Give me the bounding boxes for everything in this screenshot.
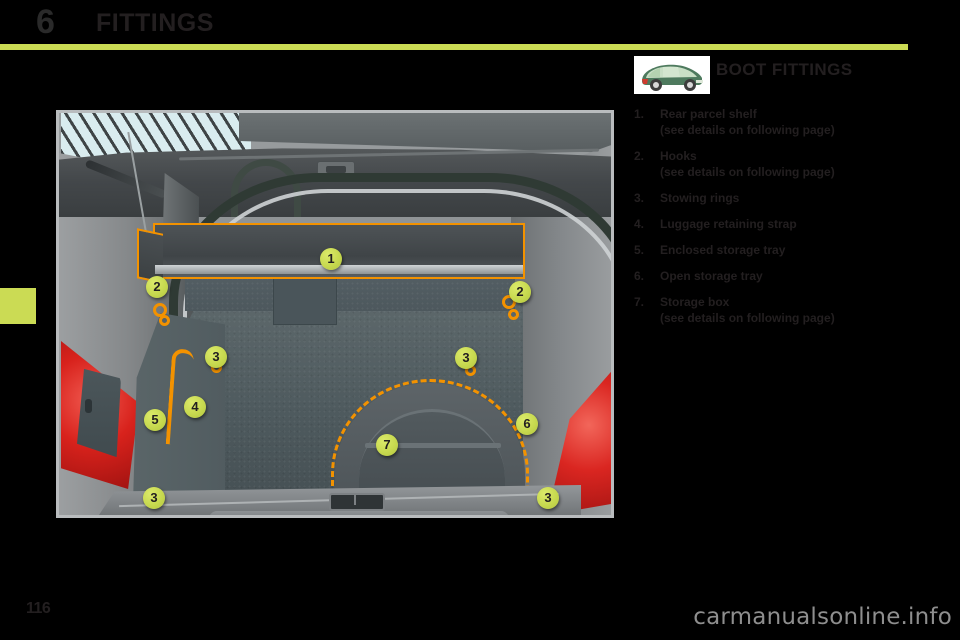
page-header: 6 FITTINGS: [0, 0, 960, 44]
callout-badge-2-right: 2: [509, 281, 531, 303]
list-item-label: Open storage tray: [660, 269, 763, 283]
list-item-number: 5.: [634, 243, 645, 257]
list-item: 5. Enclosed storage tray: [634, 242, 934, 258]
list-item-label: Storage box: [660, 295, 730, 309]
list-item: 6. Open storage tray: [634, 268, 934, 284]
list-item-number: 2.: [634, 149, 645, 163]
list-item-number: 3.: [634, 191, 645, 205]
list-item-label: Stowing rings: [660, 191, 740, 205]
callout-badge-1: 1: [320, 248, 342, 270]
chapter-number: 6: [36, 3, 55, 41]
list-item-subtext: (see details on following page): [660, 311, 835, 325]
list-item-number: 1.: [634, 107, 645, 121]
trim-slot: [85, 399, 92, 413]
parcel-shelf-lip: [155, 265, 523, 274]
callout-badge-6: 6: [516, 413, 538, 435]
hook-ring-left-lower: [159, 315, 170, 326]
list-item: 4. Luggage retaining strap: [634, 216, 934, 232]
page-number: 116: [26, 600, 51, 617]
rear-bumper: [209, 511, 509, 515]
list-item-number: 4.: [634, 217, 645, 231]
list-item-label: Hooks: [660, 149, 697, 163]
callout-badge-2-left: 2: [146, 276, 168, 298]
fittings-list: 1. Rear parcel shelf (see details on fol…: [634, 106, 934, 336]
callout-badge-5: 5: [144, 409, 166, 431]
list-item-subtext: (see details on following page): [660, 165, 835, 179]
callout-badge-4: 4: [184, 396, 206, 418]
list-item-label: Rear parcel shelf: [660, 107, 757, 121]
list-item-number: 7.: [634, 295, 645, 309]
section-title: BOOT FITTINGS: [716, 60, 853, 79]
hook-ring-right-lower: [508, 309, 519, 320]
callout-badge-7: 7: [376, 434, 398, 456]
list-item-label: Luggage retaining strap: [660, 217, 797, 231]
car-hatchback-icon: [634, 56, 710, 94]
watermark: carmanualsonline.info: [693, 604, 952, 630]
page-title: FITTINGS: [96, 9, 214, 37]
header-rule-end: [908, 44, 960, 50]
list-item-number: 6.: [634, 269, 645, 283]
list-item: 2. Hooks (see details on following page): [634, 148, 934, 180]
header-accent-rule: [0, 44, 908, 50]
callout-badge-3-right-upper: 3: [455, 347, 477, 369]
chapter-side-tab: [0, 288, 36, 324]
list-item-label: Enclosed storage tray: [660, 243, 786, 257]
callout-badge-3-left-upper: 3: [205, 346, 227, 368]
callout-badge-3-left-lower: 3: [143, 487, 165, 509]
list-item-subtext: (see details on following page): [660, 123, 835, 137]
boot-illustration: [56, 110, 614, 518]
list-item: 3. Stowing rings: [634, 190, 934, 206]
list-item: 7. Storage box (see details on following…: [634, 294, 934, 326]
enclosed-storage-tray: [77, 368, 121, 458]
callout-badge-3-right-lower: 3: [537, 487, 559, 509]
boot-latch-handle: [329, 493, 385, 511]
list-item: 1. Rear parcel shelf (see details on fol…: [634, 106, 934, 138]
seat-panel-block: [273, 277, 337, 325]
